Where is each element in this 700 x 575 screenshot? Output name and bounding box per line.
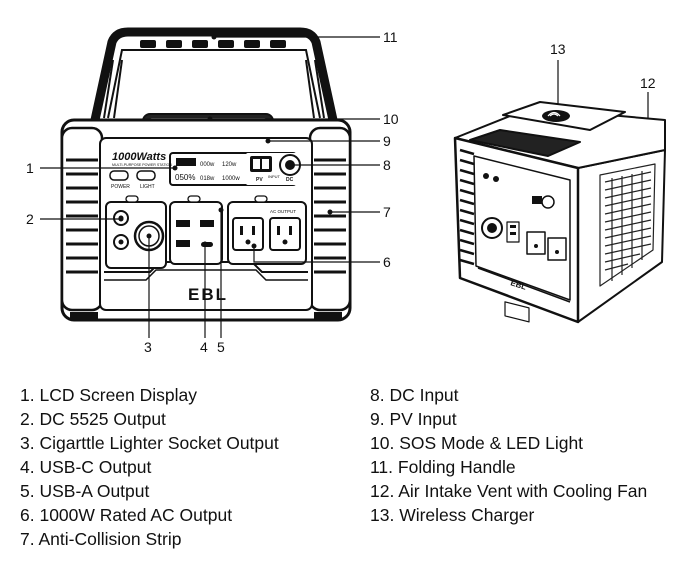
legend-item: 10. SOS Mode & LED Light	[370, 433, 584, 453]
callout-5: 5	[217, 339, 225, 355]
callout-10: 10	[383, 111, 399, 127]
light-label: LIGHT	[140, 184, 155, 190]
usb-a-port-2	[200, 220, 214, 227]
lcd-input-value: 000w	[200, 162, 215, 168]
legend-item: 9. PV Input	[370, 409, 457, 429]
light-button[interactable]	[136, 170, 156, 181]
legend-item: 7. Anti-Collision Strip	[20, 529, 182, 549]
callout-2: 2	[26, 211, 34, 227]
model-text: 1000Watts	[112, 151, 166, 163]
legend-right: 8. DC Input 9. PV Input 10. SOS Mode & L…	[370, 383, 647, 527]
callout-1: 1	[26, 160, 34, 176]
legend-item: 6. 1000W Rated AC Output	[20, 505, 233, 525]
handle-grip-slots	[140, 40, 286, 48]
lcd-dc-value: 1000w	[222, 176, 240, 182]
battery-percent: 050%	[175, 173, 195, 182]
folding-handle	[90, 27, 338, 121]
legend-item: 13. Wireless Charger	[370, 505, 535, 525]
callout-13: 13	[550, 41, 566, 57]
ac-outlet-right	[269, 217, 301, 251]
legend-item: 2. DC 5525 Output	[20, 409, 166, 429]
left-bumper-ribs	[66, 158, 98, 274]
legend-item: 4. USB-C Output	[20, 457, 152, 477]
legend-left: 1. LCD Screen Display 2. DC 5525 Output …	[20, 383, 279, 551]
usb-a-port-3	[176, 240, 190, 247]
side-view	[453, 101, 666, 324]
callout-numbers: 11 10 9 8 7 6 1 2 3 4 5 13 12	[26, 29, 656, 355]
right-bumper-ribs	[314, 158, 346, 274]
right-bumper	[308, 126, 352, 312]
lcd-ac-value: 120w	[222, 162, 237, 168]
battery-icon	[176, 158, 196, 166]
usb-panel	[169, 201, 223, 265]
callout-9: 9	[383, 133, 391, 149]
callout-3: 3	[144, 339, 152, 355]
front-brand-logo: EBL	[188, 285, 228, 304]
lcd-usb-value: 018w	[200, 176, 215, 182]
callout-lines	[40, 36, 649, 338]
legend-item: 3. Cigarttle Lighter Socket Output	[20, 433, 279, 453]
legend-item: 12. Air Intake Vent with Cooling Fan	[370, 481, 648, 501]
front-view	[60, 27, 352, 322]
legend-item: 1. LCD Screen Display	[20, 385, 198, 405]
callout-8: 8	[383, 157, 391, 173]
legend-item: 8. DC Input	[370, 385, 459, 405]
legend-item: 11. Folding Handle	[370, 457, 516, 477]
legend-item: 5. USB-A Output	[20, 481, 150, 501]
callout-7: 7	[383, 204, 391, 220]
power-button[interactable]	[109, 170, 129, 181]
callout-dots	[118, 34, 651, 249]
dc-label: DC	[286, 177, 294, 183]
callout-11: 11	[383, 29, 398, 45]
ac-output-label: AC OUTPUT	[270, 209, 296, 214]
callout-4: 4	[200, 339, 208, 355]
callout-6: 6	[383, 254, 391, 270]
input-label: INPUT	[268, 174, 281, 179]
ac-outlet-left	[232, 217, 264, 251]
air-intake-vent	[599, 163, 656, 287]
usb-a-port-1	[176, 220, 190, 227]
callout-12: 12	[640, 75, 656, 91]
model-subtext: MULTI-PURPOSE POWER STATION	[112, 163, 172, 167]
power-label: POWER	[111, 184, 130, 190]
pv-label: PV	[256, 177, 263, 183]
